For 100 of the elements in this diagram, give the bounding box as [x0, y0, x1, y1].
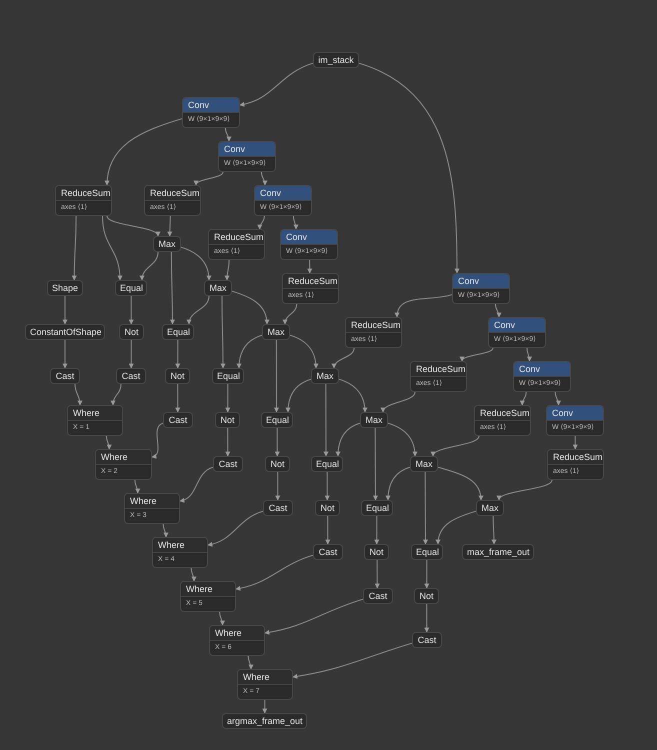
arrow: [235, 554, 314, 591]
graph-node: Cast: [313, 544, 343, 560]
arrow: [336, 422, 360, 457]
arrow: [190, 568, 196, 582]
arrow: [264, 598, 364, 635]
graph-node: Equal: [411, 544, 443, 560]
operator-node: [180, 581, 236, 612]
node-title: Where: [181, 582, 235, 597]
arrow: [282, 304, 298, 325]
node-title: ReduceSum: [209, 230, 264, 245]
arrow: [134, 480, 140, 494]
arrow: [292, 216, 298, 230]
arrow: [224, 128, 232, 142]
graph-node: Not: [315, 500, 340, 516]
graph-node: Max: [360, 412, 388, 428]
node-title: ReduceSum: [346, 318, 401, 333]
arrow: [62, 296, 68, 325]
operator-node: [547, 449, 604, 480]
graph-node: Cast: [50, 368, 80, 384]
node-title: ReduceSum: [56, 186, 111, 201]
arrow: [325, 516, 330, 545]
arrow: [151, 422, 164, 458]
node-title: Conv: [255, 186, 311, 201]
arrow: [106, 216, 159, 237]
graph-node: Max: [311, 368, 339, 384]
arrow: [290, 334, 318, 369]
node-title: Conv: [219, 142, 275, 157]
arrow: [236, 334, 262, 369]
arrow: [275, 472, 280, 501]
arrow: [232, 290, 270, 325]
node-title: Conv: [514, 362, 570, 377]
operator-node: [452, 273, 510, 304]
arrow: [219, 612, 225, 626]
arrow: [167, 216, 172, 237]
arrow: [386, 466, 410, 501]
operator-node: [218, 141, 276, 172]
arrow: [207, 510, 264, 546]
arrow: [274, 428, 280, 457]
operator-node: [182, 97, 240, 128]
node-title: Conv: [281, 230, 337, 245]
graph-node: Not: [215, 412, 240, 428]
arrow: [382, 392, 416, 413]
arrow: [491, 516, 496, 545]
arrow: [74, 384, 82, 406]
operator-node: [237, 669, 293, 700]
arrow: [358, 62, 460, 274]
graph-node: argmax_frame_out: [222, 713, 307, 729]
arrow: [170, 252, 175, 325]
arrow: [140, 252, 158, 281]
graph-node: Max: [153, 236, 181, 252]
arrow: [248, 656, 254, 670]
operator-node: [124, 493, 180, 524]
graph-node: Cast: [116, 368, 146, 384]
graph-node: Not: [364, 544, 389, 560]
graph-node: Not: [119, 324, 144, 340]
arrow: [225, 428, 230, 457]
arrow: [374, 560, 380, 589]
arrow: [388, 422, 418, 457]
operator-node: [55, 185, 112, 216]
operator-node: [488, 317, 546, 348]
node-title: Where: [153, 538, 207, 553]
arrow: [262, 700, 268, 714]
arrow: [104, 118, 182, 186]
node-title: Conv: [453, 274, 509, 289]
graph-node: Max: [410, 456, 438, 472]
graph-node: max_frame_out: [462, 544, 534, 560]
node-title: ReduceSum: [548, 450, 603, 465]
operator-node: [144, 185, 201, 216]
operator-node: [95, 449, 152, 480]
operator-node: [474, 405, 531, 436]
operator-node: [209, 625, 265, 656]
node-title: Where: [125, 494, 179, 509]
arrow: [307, 260, 312, 274]
arrow: [572, 436, 578, 450]
arrow: [128, 296, 134, 325]
arrow: [258, 216, 265, 230]
operator-node: [513, 361, 571, 392]
graph-node: Cast: [163, 412, 193, 428]
node-title: ReduceSum: [475, 406, 530, 421]
graph-node: Equal: [115, 280, 147, 296]
arrow: [260, 172, 268, 186]
node-title: Conv: [547, 406, 603, 421]
arrow: [106, 436, 112, 450]
graph-node: Not: [165, 368, 190, 384]
graph-node: Cast: [263, 500, 293, 516]
operator-node: [67, 405, 123, 436]
graph-node: Not: [414, 588, 439, 604]
arrow: [461, 348, 494, 362]
arrow: [438, 466, 484, 501]
arrow: [423, 472, 428, 545]
graph-node: Equal: [311, 456, 343, 472]
arrow: [195, 172, 224, 186]
operator-node: [282, 273, 339, 304]
graph-node: Max: [476, 500, 504, 516]
graph-node: ConstantOfShape: [25, 324, 105, 340]
arrow: [102, 216, 122, 281]
graph-node: Cast: [213, 456, 243, 472]
arrow: [274, 340, 279, 413]
arrow: [179, 466, 214, 502]
graph-node: Shape: [47, 280, 83, 296]
